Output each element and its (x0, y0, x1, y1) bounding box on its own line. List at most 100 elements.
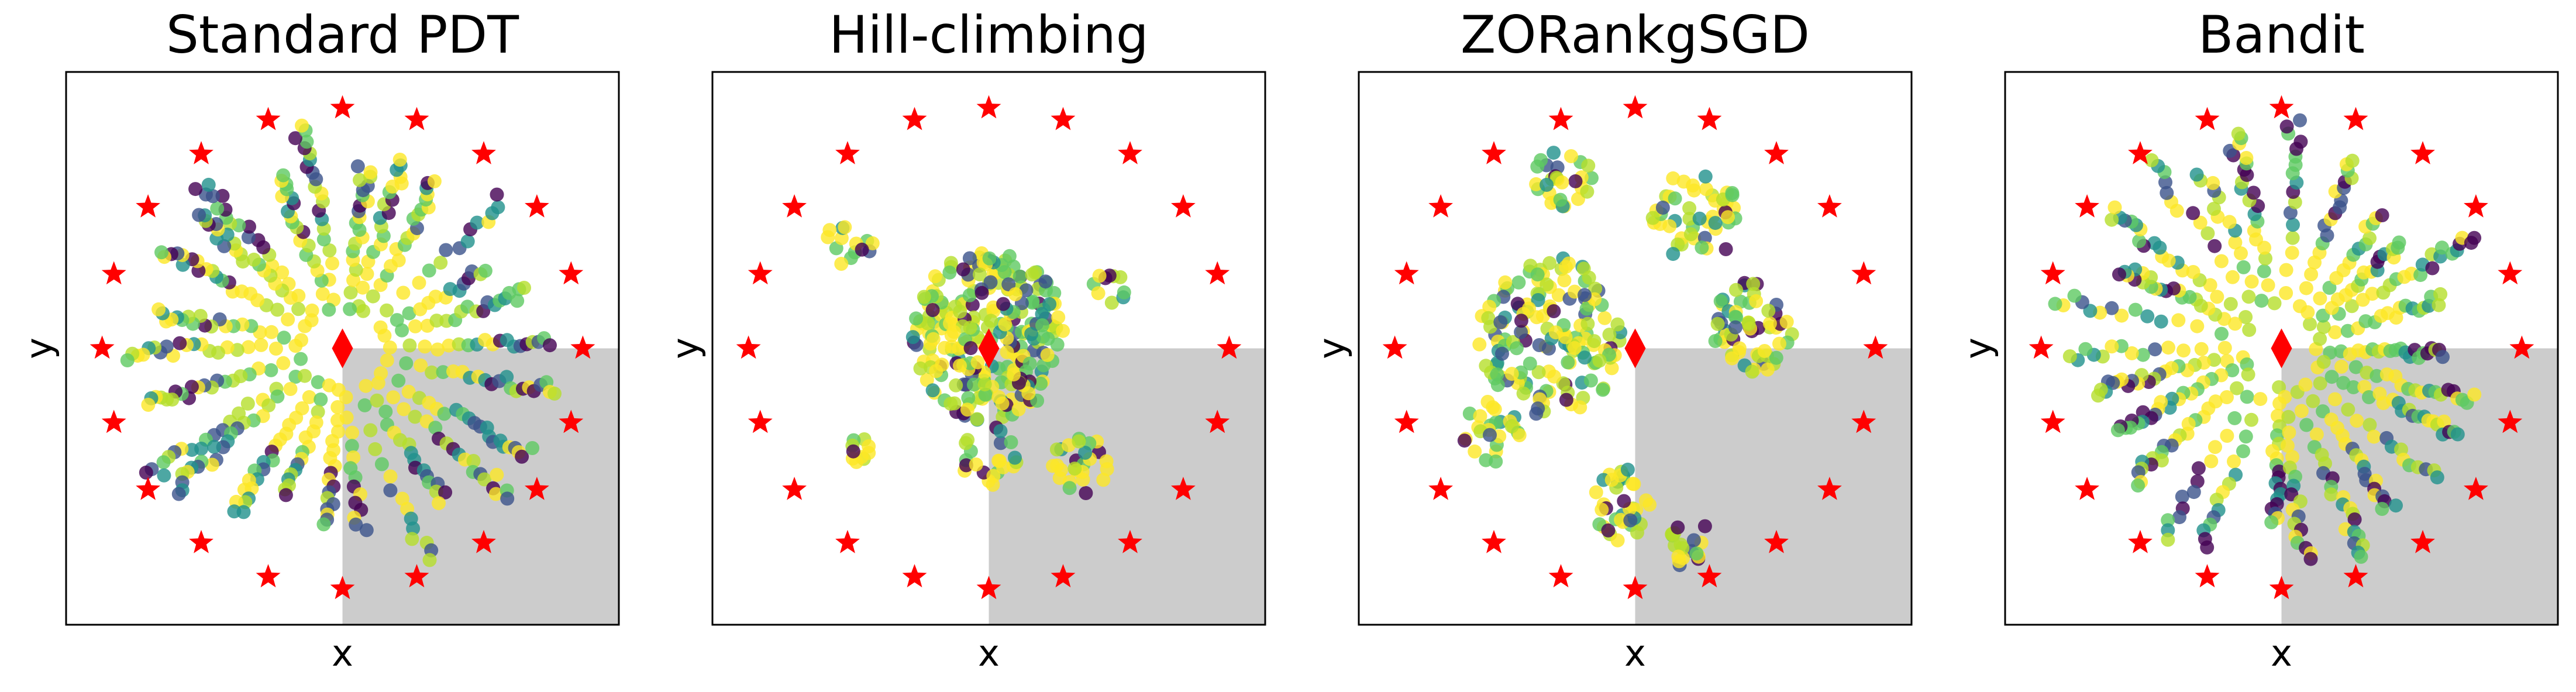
scatter-point (1104, 295, 1119, 310)
scatter-point (1052, 471, 1067, 486)
scatter-point (993, 424, 1008, 438)
scatter-point (1042, 297, 1057, 311)
scatter-point (959, 436, 973, 450)
goal-star (2269, 576, 2294, 600)
scatter-point (205, 457, 219, 472)
scatter-point (298, 319, 312, 333)
scatter-point (1051, 310, 1066, 325)
goal-star (136, 477, 160, 500)
scatter-point (2313, 376, 2327, 391)
scatter-point (378, 404, 393, 419)
goal-star (1697, 106, 1722, 130)
scatter-point (1672, 554, 1686, 569)
scatter-point (2280, 439, 2295, 453)
scatter-point (1583, 373, 1598, 388)
scatter-point (418, 339, 432, 354)
scatter-point (154, 245, 168, 260)
scatter-point (1757, 344, 1772, 358)
scatter-point (1617, 494, 1631, 508)
scatter-point (1050, 458, 1065, 473)
scatter-point (1035, 307, 1049, 321)
scatter-point (1725, 351, 1740, 366)
scatter-point (1604, 361, 1619, 376)
scatter-point (2425, 261, 2440, 276)
scatter-point (1559, 393, 1573, 407)
shaded-region (1635, 348, 1912, 625)
scatter-point (1692, 211, 1707, 226)
y-axis-label: y (18, 338, 60, 359)
scatter-point (960, 402, 974, 417)
scatter-point (1741, 317, 1756, 332)
subplot-title: Standard PDT (166, 5, 519, 65)
goal-star (2128, 141, 2153, 164)
scatter-point (437, 407, 452, 421)
goal-star (1051, 564, 1076, 588)
scatter-point (986, 469, 1001, 483)
scatter-point (322, 243, 337, 257)
scatter-point (2091, 388, 2105, 403)
scatter-point (905, 330, 920, 345)
goal-star (1428, 477, 1453, 500)
scatter-point (2048, 297, 2062, 311)
scatter-point (2238, 310, 2253, 324)
scatter-point (974, 285, 989, 300)
scatter-point (322, 302, 336, 317)
goal-star (1205, 409, 1230, 433)
scatter-point (2285, 450, 2299, 464)
scatter-point (1597, 311, 1612, 325)
scatter-point (1686, 533, 1701, 548)
scatter-point (2271, 408, 2285, 423)
scatter-point (2244, 412, 2258, 427)
scatter-point (356, 280, 370, 295)
scatter-point (2189, 167, 2204, 182)
scatter-point (2293, 135, 2308, 149)
scatter-point (2293, 113, 2307, 128)
scatter-point (1019, 283, 1034, 298)
scatter-point (288, 339, 303, 353)
scatter-point (2148, 342, 2162, 357)
scatter-point (1719, 242, 1733, 256)
goal-star (2195, 106, 2220, 130)
scatter-point (821, 230, 835, 245)
goal-star (2029, 335, 2054, 359)
goal-star (1482, 529, 1506, 553)
scatter-point (2267, 296, 2282, 311)
scatter-point (2225, 363, 2240, 377)
goal-star (330, 95, 355, 119)
goal-star (2464, 194, 2488, 218)
scatter-point (1645, 211, 1660, 225)
goal-star (1817, 194, 1842, 218)
scatter-point (956, 262, 970, 277)
scatter-point (925, 303, 940, 317)
scatter-point (1522, 301, 1536, 316)
scatter-point (1553, 192, 1568, 207)
scatter-point (2432, 298, 2446, 312)
scatter-point (1639, 493, 1654, 508)
axes-frame (65, 71, 620, 626)
scatter-point (1548, 325, 1563, 340)
scatter-point (1567, 341, 1582, 355)
goal-star (525, 194, 549, 218)
scatter-point (838, 220, 852, 235)
scatter-point (2344, 299, 2359, 314)
scatter-point (431, 342, 445, 357)
scatter-point (2467, 230, 2482, 245)
scatter-point (953, 304, 967, 319)
scatter-point (1623, 513, 1638, 528)
subplot-title: ZORankgSGD (1461, 5, 1810, 65)
scatter-point (1601, 523, 1616, 538)
scatter-point (345, 425, 360, 440)
scatter-point (1007, 367, 1021, 382)
scatter-point (2292, 299, 2307, 314)
scatter-point (946, 325, 961, 339)
scatter-point (1523, 356, 1537, 371)
goal-star (330, 576, 355, 600)
scatter-point (2278, 390, 2292, 404)
scatter-point (1749, 294, 1764, 308)
scatter-point (998, 317, 1013, 332)
goal-star (189, 141, 213, 164)
scatter-point (2222, 215, 2237, 229)
scatter-point (1582, 270, 1596, 285)
